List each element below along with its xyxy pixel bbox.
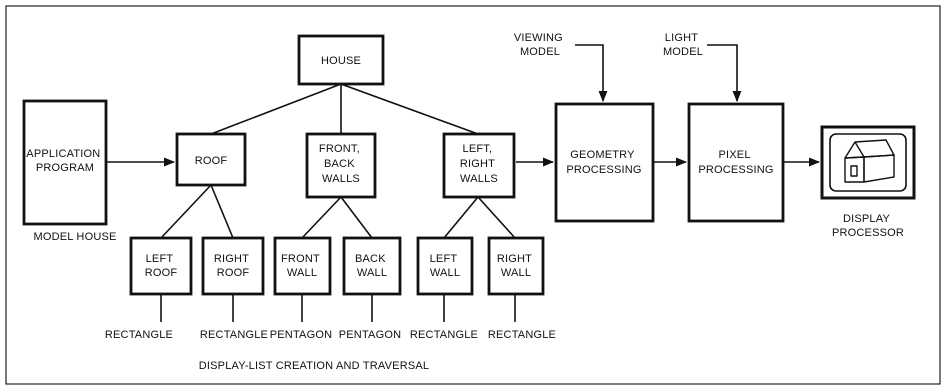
left-wall-node: LEFT WALL [416,236,474,296]
roof-label: ROOF [195,155,228,167]
svg-text:FRONT WALL: FRONT WALL [281,253,323,279]
application-label-line1: APPLICATION [26,148,100,160]
svg-text:LEFT ROOF: LEFT ROOF [145,253,178,279]
svg-text:APPLICATION PROGRAM: APPLICATION PROGRAM [26,148,103,174]
back-wall-node: BACK WALL [342,236,402,296]
geometry-processing-box: GEOMETRY PROCESSING [554,102,655,223]
display-processor-label: DISPLAY PROCESSOR [832,213,904,239]
svg-text:GEOMETRY PROCESSING: GEOMETRY PROCESSING [566,149,641,176]
left-roof-node: LEFT ROOF [129,236,193,296]
svg-text:PIXEL PROCESSING: PIXEL PROCESSING [698,149,773,176]
arrow-viewing-model [575,44,608,103]
svg-text:BACK WALL: BACK WALL [355,253,389,279]
house-label: HOUSE [321,55,361,67]
leaf-label-left-roof: RECTANGLE [105,329,173,341]
arrow-light-model [707,44,742,103]
front-back-walls-node: FRONT, BACK WALLS [305,132,377,199]
house-node: HOUSE [297,34,385,86]
svg-text:RIGHT ROOF: RIGHT ROOF [214,253,252,279]
flow-arrows [106,44,821,167]
svg-text:FRONT, BACK WALLS: FRONT, BACK WALLS [319,143,363,185]
house-on-screen-icon [844,139,895,183]
svg-text:RIGHT WALL: RIGHT WALL [497,253,535,279]
svg-text:ROOF: ROOF [195,155,228,167]
svg-text:HOUSE: HOUSE [321,55,361,67]
light-model-label: LIGHT MODEL [663,32,703,58]
right-roof-node: RIGHT ROOF [201,236,265,296]
leaf-label-right-roof: RECTANGLE [200,329,268,341]
diagram-caption: DISPLAY-LIST CREATION AND TRAVERSAL [199,360,430,372]
model-house-label: MODEL HOUSE [33,231,116,243]
diagram-frame [5,5,941,385]
leaf-label-back-wall: PENTAGON [339,329,402,341]
leaf-label-right-wall: RECTANGLE [488,329,556,341]
roof-node: ROOF [175,132,247,187]
application-label-line2: PROGRAM [36,162,94,174]
tree-connectors [160,83,516,322]
svg-text:LEFT, RIGHT WALLS: LEFT, RIGHT WALLS [460,143,498,185]
application-program-box: APPLICATION PROGRAM [22,99,108,226]
front-wall-node: FRONT WALL [273,236,332,296]
left-right-walls-node: LEFT, RIGHT WALLS [442,132,516,199]
display-processor-icon [820,125,916,200]
leaf-label-front-wall: PENTAGON [270,329,333,341]
pixel-processing-box: PIXEL PROCESSING [687,102,785,223]
right-wall-node: RIGHT WALL [487,236,545,296]
viewing-model-label: VIEWING MODEL [514,32,566,58]
svg-text:LEFT WALL: LEFT WALL [430,253,461,279]
leaf-label-left-wall: RECTANGLE [410,329,478,341]
